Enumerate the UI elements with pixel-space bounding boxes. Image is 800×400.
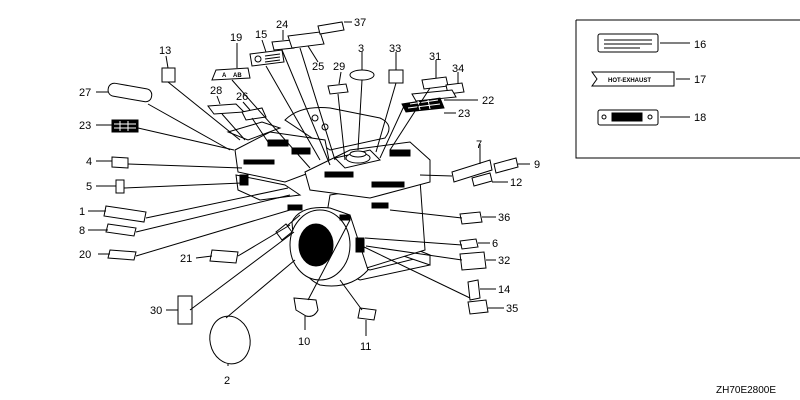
inset-box: HOT-EXHAUST bbox=[575, 19, 800, 159]
callout-19: 19 bbox=[230, 32, 242, 44]
hot-exhaust-label-text: HOT-EXHAUST bbox=[608, 78, 651, 84]
callout-13: 13 bbox=[159, 45, 171, 57]
callout-7: 7 bbox=[476, 139, 482, 151]
svg-text:AB: AB bbox=[233, 73, 242, 79]
callout-25: 25 bbox=[312, 61, 324, 73]
callout-35: 35 bbox=[506, 303, 518, 315]
callout-32: 32 bbox=[498, 255, 510, 267]
callout-6: 6 bbox=[492, 238, 498, 250]
callout-21: 21 bbox=[180, 253, 192, 265]
callout-18: 18 bbox=[694, 112, 706, 124]
callout-5: 5 bbox=[86, 181, 92, 193]
label-parts: A AB bbox=[103, 21, 519, 365]
callout-29: 29 bbox=[333, 61, 345, 73]
callout-12: 12 bbox=[510, 177, 522, 189]
callout-34: 34 bbox=[452, 63, 464, 75]
callout-9: 9 bbox=[534, 159, 540, 171]
callout-26: 26 bbox=[236, 91, 248, 103]
callout-4: 4 bbox=[86, 156, 92, 168]
svg-text:A: A bbox=[222, 73, 227, 79]
callout-15: 15 bbox=[255, 29, 267, 41]
callout-20: 20 bbox=[79, 249, 91, 261]
callout-27: 27 bbox=[79, 87, 91, 99]
callout-1: 1 bbox=[79, 206, 85, 218]
callout-17: 17 bbox=[694, 74, 706, 86]
callout-10: 10 bbox=[298, 336, 310, 348]
callout-14: 14 bbox=[498, 284, 510, 296]
number-ticks bbox=[88, 21, 530, 366]
callout-24: 24 bbox=[276, 19, 288, 31]
callout-31: 31 bbox=[429, 51, 441, 63]
callout-3: 3 bbox=[358, 43, 364, 55]
callout-23-right: 23 bbox=[458, 108, 470, 120]
callout-23-left: 23 bbox=[79, 120, 91, 132]
callout-8: 8 bbox=[79, 225, 85, 237]
callout-30: 30 bbox=[150, 305, 162, 317]
callout-28: 28 bbox=[210, 85, 222, 97]
engine-illustration bbox=[226, 107, 431, 287]
callout-36: 36 bbox=[498, 212, 510, 224]
callout-numbers: 1 2 3 4 5 6 7 8 9 10 11 12 13 14 15 16 1… bbox=[79, 17, 706, 387]
diagram-code: ZH70E2800E bbox=[716, 385, 776, 396]
callout-16: 16 bbox=[694, 39, 706, 51]
callout-37: 37 bbox=[354, 17, 366, 29]
callout-33: 33 bbox=[389, 43, 401, 55]
callout-2: 2 bbox=[224, 375, 230, 387]
leader-lines bbox=[123, 47, 471, 319]
callout-11: 11 bbox=[360, 341, 371, 353]
callout-22: 22 bbox=[482, 95, 494, 107]
